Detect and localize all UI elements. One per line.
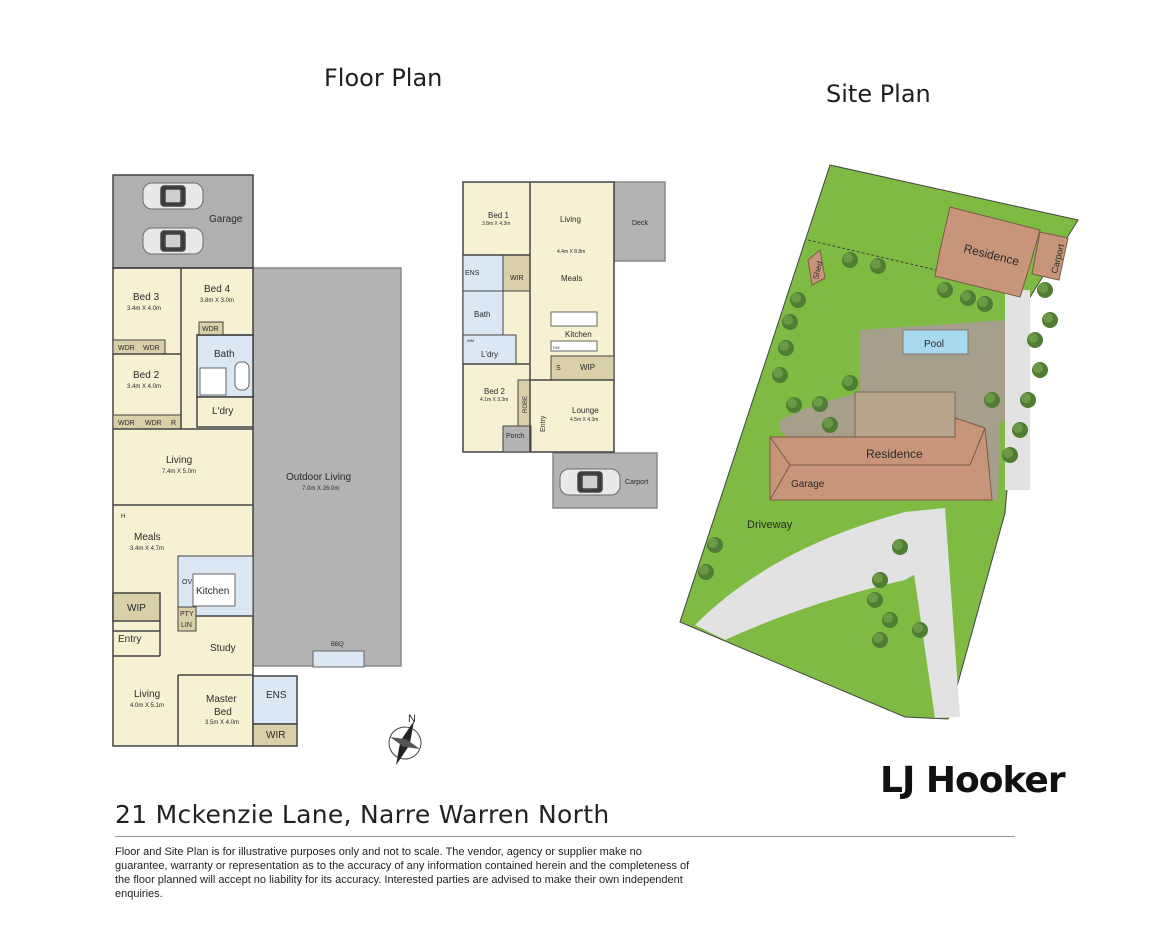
wip-label: WIP	[127, 603, 146, 614]
lj-hooker-logo: LJ Hooker	[880, 760, 1066, 801]
p2-meals-label: Meals	[561, 274, 582, 283]
porch-area	[502, 425, 532, 453]
footer-divider	[115, 836, 1015, 837]
outdoor-living-area	[252, 267, 402, 667]
bbq-label: BBQ	[331, 642, 344, 648]
top-residence-roof	[934, 206, 1041, 298]
site-plan-heading: Site Plan	[826, 80, 931, 108]
p2-carport-label: Carport	[625, 479, 648, 486]
site-driveway-label: Driveway	[747, 519, 793, 531]
ens-room	[252, 675, 298, 725]
site-garage-label: Garage	[791, 479, 825, 490]
p2-deck-label: Deck	[632, 220, 648, 227]
p2-bed2-dimensions: 4.1m X 3.3m	[480, 397, 508, 403]
pantry-label: PTY	[180, 611, 194, 618]
bed2-dimensions: 3.4m X 4.0m	[127, 384, 161, 390]
p2-wm-label: WM	[467, 338, 474, 343]
bed4-label: Bed 4	[204, 284, 231, 295]
wdr-label-1: WDR	[118, 345, 135, 352]
outdoor-living-dimensions: 7.0m X 26.0m	[302, 486, 339, 492]
p2-living-dimensions: 4.4m X 8.8m	[557, 249, 585, 255]
p2-dw-label: DW	[553, 345, 560, 350]
p2-lounge-dimensions: 4.5m X 4.3m	[570, 417, 598, 423]
oven-label: OV	[182, 579, 192, 586]
living2-dimensions: 4.0m X 5.1m	[130, 703, 164, 709]
disclaimer-text: Floor and Site Plan is for illustrative …	[115, 846, 690, 900]
p2-wir-label: WIR	[510, 275, 524, 282]
living-dimensions: 7.4m X 5.0m	[162, 469, 196, 475]
deck-area	[613, 181, 666, 262]
linen-label: LIN	[181, 622, 192, 629]
p2-lounge-label: Lounge	[572, 406, 599, 415]
floor-plan-heading: Floor Plan	[324, 64, 443, 92]
site-pool-label: Pool	[924, 339, 944, 350]
p2-entry-label: Entry	[540, 415, 547, 432]
p2-s-label: S	[556, 365, 561, 372]
site-plan	[679, 164, 1079, 720]
p2-kitchen-label: Kitchen	[565, 330, 592, 339]
robe-r-label: R	[171, 420, 176, 427]
outdoor-living-label: Outdoor Living	[286, 472, 351, 483]
ldry-label: L'dry	[212, 406, 233, 417]
north-arrow-icon	[388, 720, 422, 766]
wdr-label-2: WDR	[143, 345, 160, 352]
north-label: N	[408, 713, 416, 725]
p2-bed1-dimensions: 3.8m X 4.3m	[482, 221, 510, 227]
study-label: Study	[210, 643, 236, 654]
entry-label: Entry	[118, 634, 141, 645]
wir-room	[252, 723, 298, 747]
master-bed-label-line1: Master	[206, 694, 237, 705]
p2-bath-label: Bath	[474, 310, 490, 319]
bath-label: Bath	[214, 349, 235, 360]
garage-roof	[854, 391, 956, 443]
pool-area	[902, 329, 969, 355]
p2-bed2-label: Bed 2	[484, 387, 505, 396]
site-shed-label: Shed	[811, 260, 824, 280]
p2-porch-label: Porch	[506, 433, 524, 440]
living2-label: Living	[134, 689, 160, 700]
floor-plan-main	[112, 174, 402, 747]
master-bed-dimensions: 3.5m X 4.0m	[205, 720, 239, 726]
p2-robe-label: ROBE	[523, 396, 529, 413]
ens-label: ENS	[266, 690, 287, 701]
bed3-label: Bed 3	[133, 292, 160, 303]
meals-label: Meals	[134, 532, 161, 543]
meals-dimensions: 3.4m X 4.7m	[130, 546, 164, 552]
p2-living-label: Living	[560, 215, 581, 224]
wip-room	[112, 592, 161, 622]
p2-bed1-label: Bed 1	[488, 211, 509, 220]
property-address: 21 Mckenzie Lane, Narre Warren North	[115, 800, 610, 829]
p2-ens-label: ENS	[465, 270, 480, 277]
bed2-label: Bed 2	[133, 370, 160, 381]
floor-plan-secondary	[462, 181, 666, 509]
p2-ldry-label: L'dry	[481, 350, 498, 359]
wdr-label-3: WDR	[202, 326, 219, 333]
master-bed-label-line2: Bed	[214, 707, 232, 718]
p2-wip-label: WIP	[580, 363, 595, 372]
garage-label: Garage	[209, 214, 243, 225]
heater-label: H	[121, 514, 125, 520]
driveway-path	[695, 510, 940, 640]
bed4-dimensions: 3.8m X 3.0m	[200, 298, 234, 304]
wir-label: WIR	[266, 730, 285, 741]
wdr-label-4: WDR	[118, 420, 135, 427]
wdr-label-5: WDR	[145, 420, 162, 427]
living-label: Living	[166, 455, 192, 466]
bed3-dimensions: 3.4m X 4.0m	[127, 306, 161, 312]
kitchen-label: Kitchen	[196, 586, 229, 597]
site-residence-label: Residence	[866, 447, 923, 461]
